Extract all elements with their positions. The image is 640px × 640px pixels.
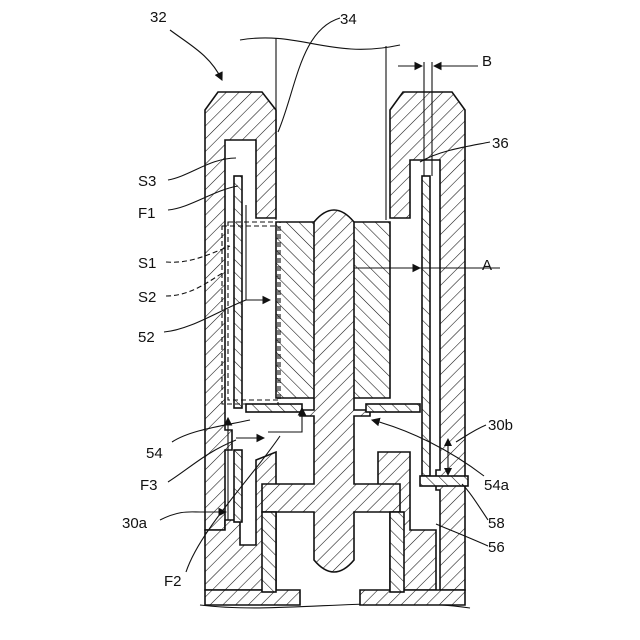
inner-block-right	[350, 222, 390, 398]
break-line-top	[240, 38, 400, 49]
disc-54-left	[246, 404, 302, 412]
label-F3: F3	[140, 477, 158, 494]
region-S2-outline	[222, 226, 278, 404]
ring-58	[420, 476, 468, 486]
label-S3: S3	[138, 173, 156, 190]
left-plate	[234, 176, 242, 408]
base-right	[360, 590, 465, 605]
flow-arrow-F1	[246, 205, 270, 300]
label-F2: F2	[164, 573, 182, 590]
label-F1: F1	[138, 205, 156, 222]
label-B: B	[482, 53, 492, 70]
label-54a: 54a	[484, 477, 510, 494]
lower-sleeve-left	[262, 512, 276, 592]
base-left	[205, 590, 300, 605]
left-plate-lower	[234, 450, 242, 522]
label-S1: S1	[138, 255, 156, 272]
label-58: 58	[488, 515, 505, 532]
label-30b: 30b	[488, 417, 513, 434]
leader-32	[170, 30, 222, 80]
label-56: 56	[488, 539, 505, 556]
disc-54a-right	[366, 404, 420, 412]
right-plate	[422, 176, 430, 476]
label-36: 36	[492, 135, 509, 152]
label-S2: S2	[138, 289, 156, 306]
label-52: 52	[138, 329, 155, 346]
label-54: 54	[146, 445, 163, 462]
label-30a: 30a	[122, 515, 148, 532]
label-32: 32	[150, 9, 167, 26]
label-A: A	[482, 257, 492, 274]
lower-sleeve-right	[390, 512, 404, 592]
leader-F1	[168, 186, 238, 210]
leader-30a	[160, 512, 200, 520]
label-34: 34	[340, 11, 357, 28]
leader-34	[278, 18, 340, 132]
